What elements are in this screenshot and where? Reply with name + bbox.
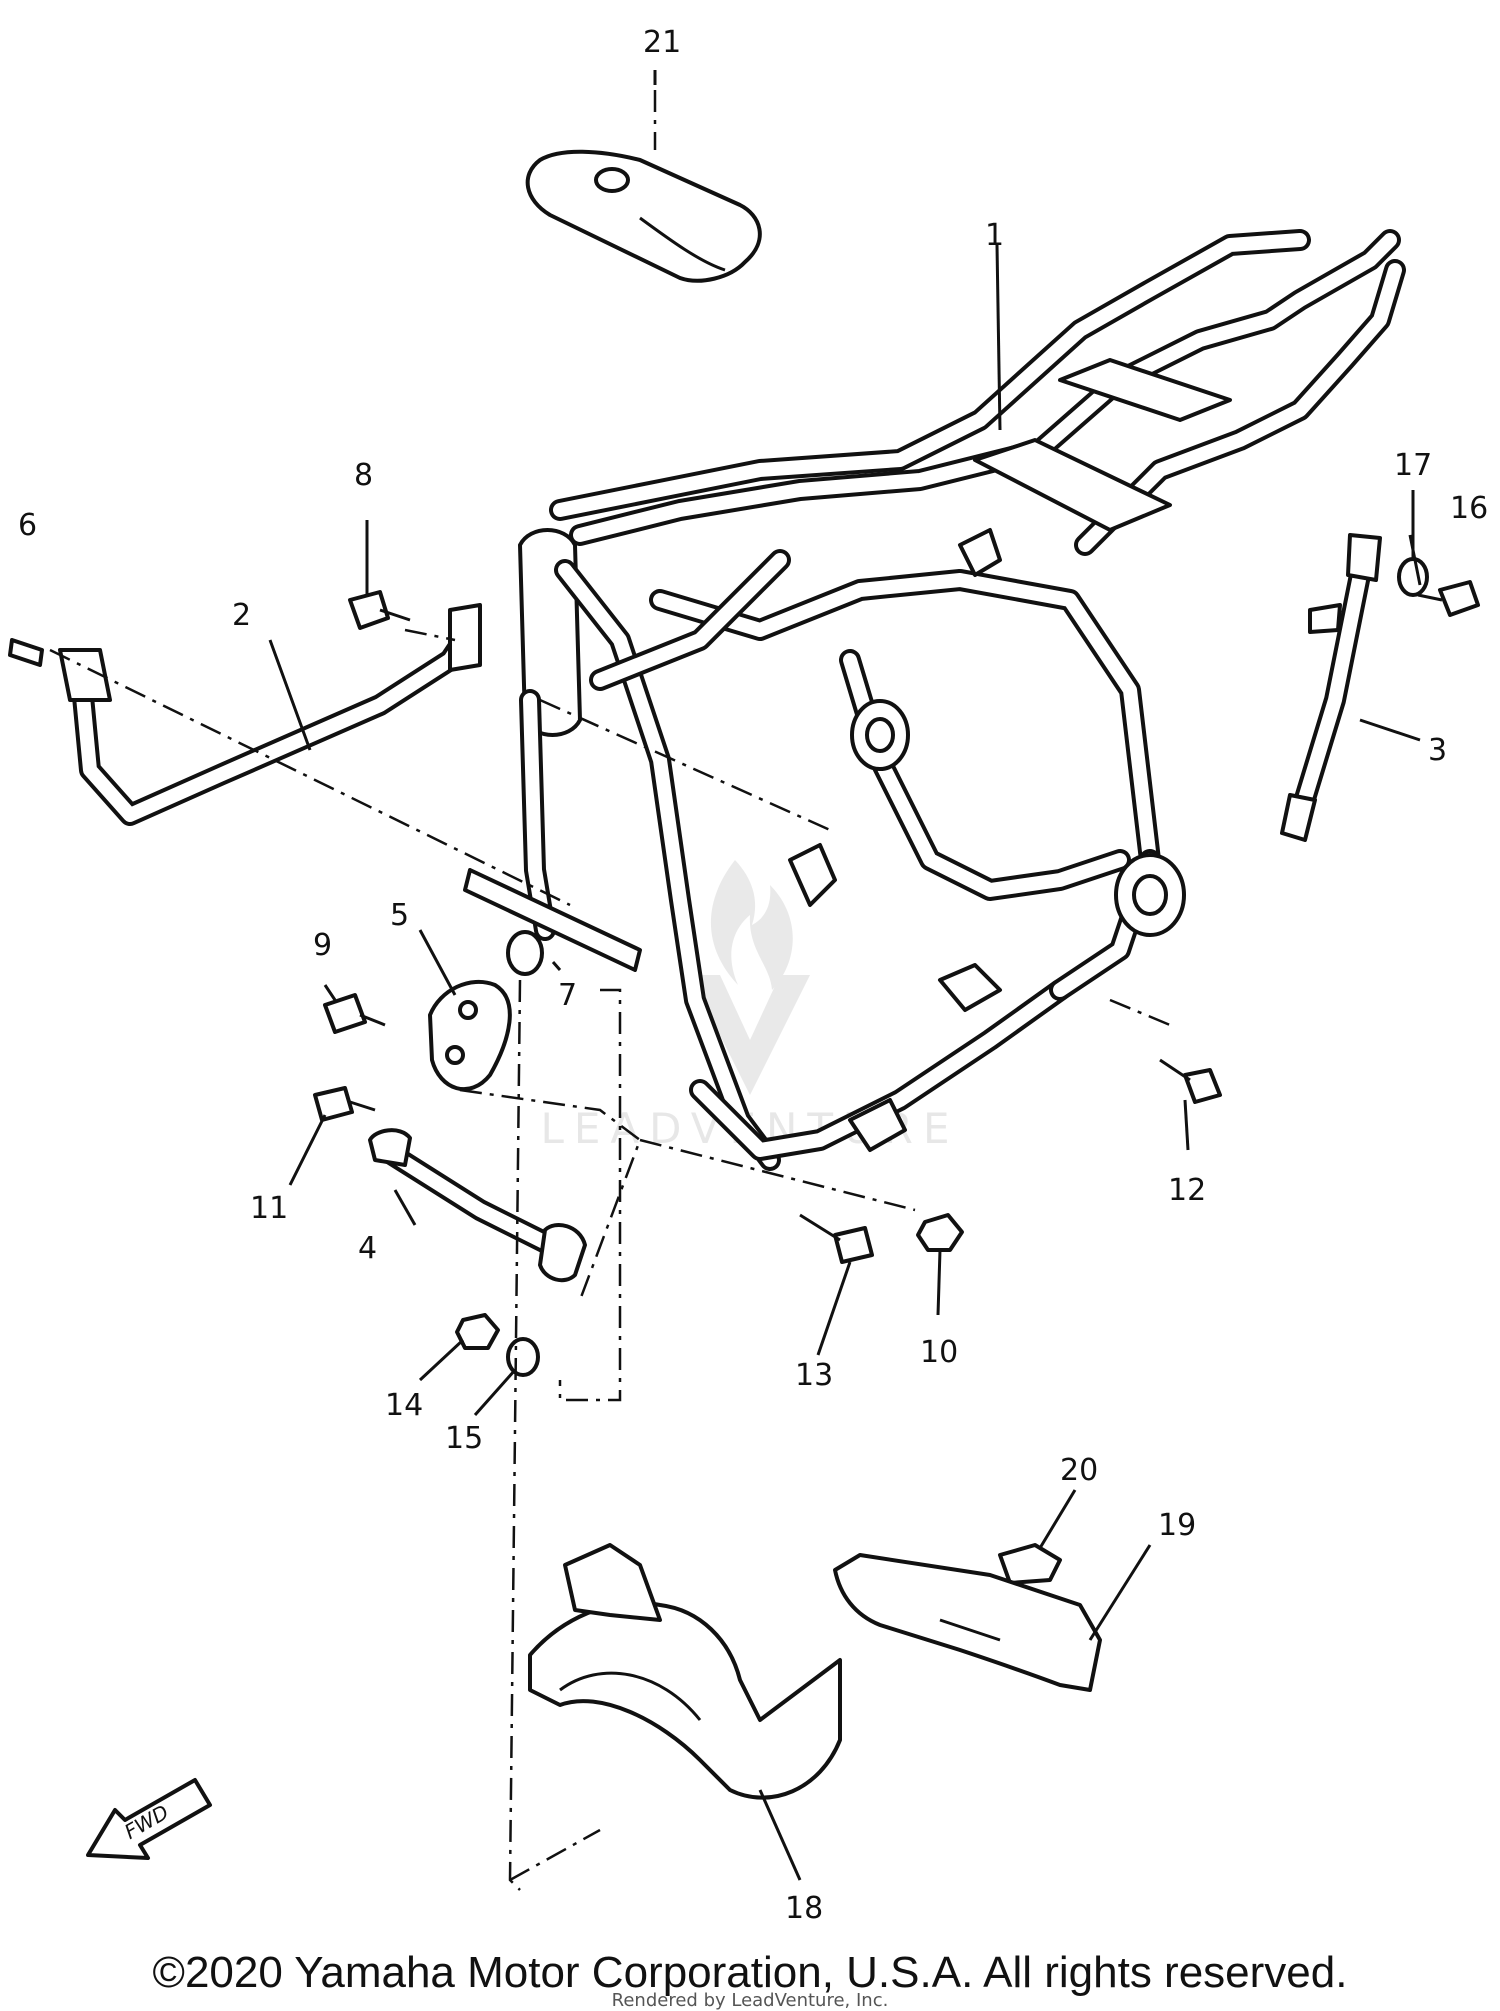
callout-labels: 21 1 6 8 2 17 16 3 9 5 7 11 4 12 13 10 1… <box>18 25 1488 1926</box>
callout-3: 3 <box>1428 733 1447 768</box>
callout-19: 19 <box>1158 1508 1196 1543</box>
part-3-side-stay <box>1280 533 1382 842</box>
copyright-notice: ©2020 Yamaha Motor Corporation, U.S.A. A… <box>152 1948 1348 1997</box>
callout-20: 20 <box>1060 1453 1098 1488</box>
callout-14: 14 <box>385 1388 423 1423</box>
callout-4: 4 <box>358 1231 377 1266</box>
callout-5: 5 <box>390 898 409 933</box>
part-10-nut <box>916 1213 964 1252</box>
callout-9: 9 <box>313 928 332 963</box>
part-16-bolt <box>1438 580 1480 617</box>
part-4-lower-stay <box>368 1128 587 1283</box>
part-5-plate-bracket <box>428 979 512 1092</box>
v-logo-icon <box>690 975 810 1095</box>
part-12-bolt <box>1183 1068 1222 1104</box>
callout-8: 8 <box>354 458 373 493</box>
part-18-lower-cover <box>528 1543 842 1800</box>
callout-16: 16 <box>1450 491 1488 526</box>
callout-leaders <box>268 70 1422 1881</box>
callout-1: 1 <box>985 218 1004 253</box>
callout-11: 11 <box>250 1191 288 1226</box>
callout-7: 7 <box>558 978 577 1013</box>
callout-12: 12 <box>1168 1173 1206 1208</box>
fwd-arrow: FWD <box>86 1778 212 1860</box>
flame-logo-icon <box>710 860 793 990</box>
part-8-bolt <box>348 590 390 630</box>
callout-18: 18 <box>785 1891 823 1926</box>
alignment-lines <box>49 90 1171 1891</box>
part-11-bolt <box>313 1086 354 1122</box>
callout-15: 15 <box>445 1421 483 1456</box>
part-20-damper <box>998 1543 1062 1585</box>
part-19-side-cover <box>833 1553 1102 1692</box>
callout-6: 6 <box>18 508 37 543</box>
part-13-bolt <box>833 1226 874 1264</box>
part-21-cover <box>525 149 762 283</box>
fwd-arrow-icon <box>86 1778 212 1860</box>
part-1-main-frame <box>463 229 1406 1171</box>
part-6-bolt <box>8 638 44 667</box>
part-9-bolt <box>323 993 367 1034</box>
callout-13: 13 <box>795 1358 833 1393</box>
part-17-washer <box>1397 557 1429 597</box>
callout-21: 21 <box>643 25 681 60</box>
callout-17: 17 <box>1394 448 1432 483</box>
callout-2: 2 <box>232 598 251 633</box>
hardware <box>8 557 1480 1585</box>
part-14-nut <box>455 1313 500 1350</box>
callout-10: 10 <box>920 1335 958 1370</box>
part-15-collar <box>506 1337 540 1377</box>
part-7-collar <box>506 930 544 976</box>
part-2-front-bar <box>58 603 482 826</box>
rendered-by-credit: Rendered by LeadVenture, Inc. <box>611 1990 889 2011</box>
